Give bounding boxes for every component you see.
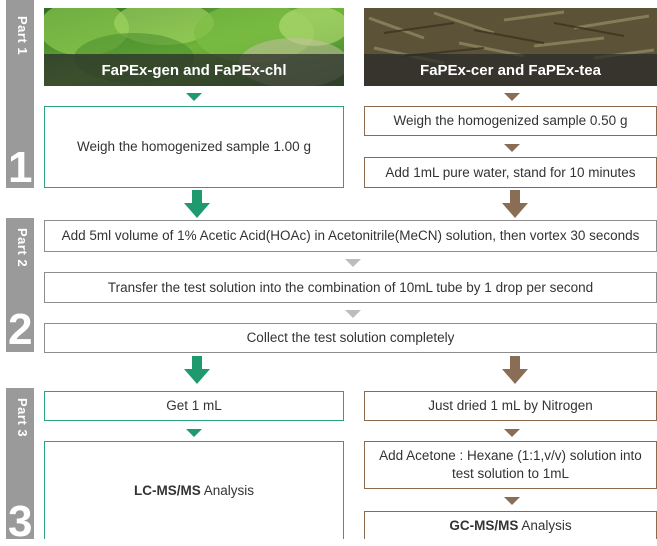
dry-nitrogen-text: Just dried 1 mL by Nitrogen bbox=[428, 398, 593, 413]
step1-number: 1 bbox=[8, 143, 33, 192]
lc-ms-label: LC-MS/MS bbox=[133, 482, 201, 498]
sidebar-part1: Part 1 1 bbox=[6, 0, 34, 192]
add-acetone-hexane-text: Add Acetone : Hexane (1:1,v/v) solution … bbox=[379, 448, 642, 481]
weigh-0-5g-text: Weigh the homogenized sample 0.50 g bbox=[393, 113, 628, 128]
left-photo-caption: FaPEx-gen and FaPEx-chl bbox=[44, 54, 344, 86]
lc-ms-analysis-text: LC-MS/MS Analysis bbox=[134, 482, 254, 500]
down-arrow-icon bbox=[504, 144, 520, 152]
collect-solution-box: Collect the test solution completely bbox=[44, 323, 657, 353]
down-arrow-icon bbox=[504, 429, 520, 437]
down-arrow-icon bbox=[345, 310, 361, 318]
big-brown-arrow-icon bbox=[502, 190, 528, 218]
big-green-arrow-icon bbox=[184, 190, 210, 218]
dry-nitrogen-box: Just dried 1 mL by Nitrogen bbox=[364, 391, 657, 421]
add-acetone-hexane-box: Add Acetone : Hexane (1:1,v/v) solution … bbox=[364, 441, 657, 489]
down-arrow-icon bbox=[186, 429, 202, 437]
add-acetonitrile-text: Add 5ml volume of 1% Acetic Acid(HOAc) i… bbox=[61, 228, 640, 243]
weigh-0-5g-box: Weigh the homogenized sample 0.50 g bbox=[364, 106, 657, 136]
right-photo-caption: FaPEx-cer and FaPEx-tea bbox=[364, 54, 657, 86]
down-arrow-icon bbox=[186, 93, 202, 101]
part1-label: Part 1 bbox=[15, 16, 30, 56]
part3-label: Part 3 bbox=[15, 398, 30, 438]
lettuce-photo: FaPEx-gen and FaPEx-chl bbox=[44, 8, 344, 86]
part2-label: Part 2 bbox=[15, 228, 30, 268]
transfer-solution-text: Transfer the test solution into the comb… bbox=[107, 279, 594, 295]
get-1ml-box: Get 1 mL bbox=[44, 391, 344, 421]
add-water-text: Add 1mL pure water, stand for 10 minutes bbox=[385, 164, 636, 180]
gc-ms-label: GC-MS/MS bbox=[449, 517, 519, 533]
sidebar-part2: Part 2 2 bbox=[6, 218, 34, 352]
gc-ms-analysis-box: GC-MS/MS Analysis bbox=[364, 511, 657, 539]
big-brown-arrow-icon bbox=[502, 356, 528, 384]
step2-number: 2 bbox=[8, 305, 33, 354]
collect-solution-text: Collect the test solution completely bbox=[246, 330, 455, 345]
down-arrow-icon bbox=[504, 93, 520, 101]
down-arrow-icon bbox=[345, 259, 361, 267]
get-1ml-text: Get 1 mL bbox=[166, 398, 222, 413]
add-water-box: Add 1mL pure water, stand for 10 minutes bbox=[364, 157, 657, 188]
big-green-arrow-icon bbox=[184, 356, 210, 384]
weigh-1g-text: Weigh the homogenized sample 1.00 g bbox=[77, 139, 311, 154]
transfer-solution-box: Transfer the test solution into the comb… bbox=[44, 272, 657, 303]
gc-ms-suffix: Analysis bbox=[518, 517, 572, 533]
lc-ms-suffix: Analysis bbox=[200, 482, 255, 498]
weigh-1g-box: Weigh the homogenized sample 1.00 g bbox=[44, 106, 344, 188]
sidebar-part3: Part 3 3 bbox=[6, 388, 34, 544]
add-acetonitrile-box: Add 5ml volume of 1% Acetic Acid(HOAc) i… bbox=[44, 220, 657, 252]
lc-ms-analysis-box: LC-MS/MS Analysis bbox=[44, 441, 344, 539]
down-arrow-icon bbox=[504, 497, 520, 505]
tea-photo: FaPEx-cer and FaPEx-tea bbox=[364, 8, 657, 86]
step3-number: 3 bbox=[8, 497, 33, 546]
gc-ms-analysis-text: GC-MS/MS Analysis bbox=[449, 517, 571, 535]
